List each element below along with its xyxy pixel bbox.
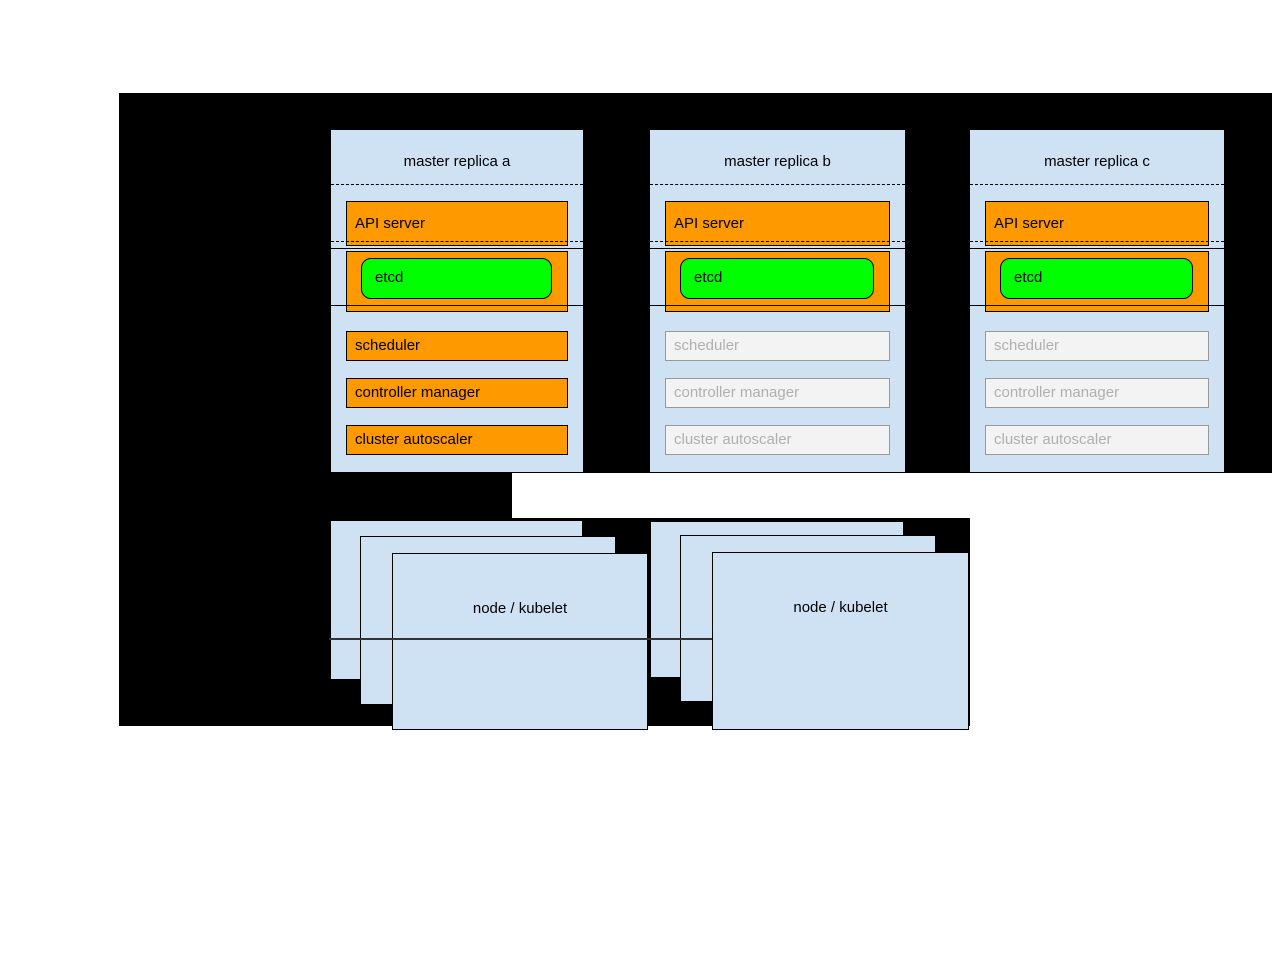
scheduler-box-inactive: scheduler bbox=[665, 331, 890, 361]
solid-divider bbox=[970, 305, 1224, 306]
etcd-box: etcd bbox=[1000, 258, 1193, 299]
etcd-container-box: etcd bbox=[665, 251, 890, 312]
node-kubelet-box: node / kubelet bbox=[392, 553, 648, 730]
node-kubelet-label: node / kubelet bbox=[793, 599, 888, 616]
dashed-divider bbox=[331, 241, 583, 242]
cluster-autoscaler-box: cluster autoscaler bbox=[346, 425, 568, 455]
node-divider-line bbox=[329, 638, 969, 640]
etcd-container-box: etcd bbox=[985, 251, 1209, 312]
dashed-divider bbox=[970, 184, 1224, 185]
solid-divider bbox=[331, 305, 583, 306]
api-server-box: API server bbox=[665, 201, 890, 246]
dashed-divider bbox=[650, 241, 905, 242]
replica-title: master replica c bbox=[1044, 153, 1150, 170]
api-server-box: API server bbox=[985, 201, 1209, 246]
cluster-autoscaler-box-inactive: cluster autoscaler bbox=[985, 425, 1209, 455]
solid-divider bbox=[970, 248, 1224, 249]
replica-title: master replica a bbox=[403, 153, 511, 170]
etcd-box: etcd bbox=[361, 258, 552, 299]
solid-divider bbox=[331, 248, 583, 249]
cluster-autoscaler-box-inactive: cluster autoscaler bbox=[665, 425, 890, 455]
dashed-divider bbox=[650, 184, 905, 185]
dashed-divider bbox=[331, 184, 583, 185]
api-server-box: API server bbox=[346, 201, 568, 246]
master-replica-c-box: master replica c API server etcd schedul… bbox=[969, 129, 1225, 473]
replica-title: master replica b bbox=[724, 153, 831, 170]
solid-divider bbox=[650, 305, 905, 306]
dashed-divider bbox=[970, 241, 1224, 242]
controller-manager-box-inactive: controller manager bbox=[665, 378, 890, 408]
etcd-box: etcd bbox=[680, 258, 874, 299]
controller-manager-box: controller manager bbox=[346, 378, 568, 408]
scheduler-box: scheduler bbox=[346, 331, 568, 361]
master-replica-a-box: master replica a API server etcd schedul… bbox=[330, 129, 584, 473]
scheduler-box-inactive: scheduler bbox=[985, 331, 1209, 361]
controller-manager-box-inactive: controller manager bbox=[985, 378, 1209, 408]
black-background-notch bbox=[119, 473, 512, 518]
etcd-container-box: etcd bbox=[346, 251, 568, 312]
master-replica-b-box: master replica b API server etcd schedul… bbox=[649, 129, 906, 473]
solid-divider bbox=[650, 248, 905, 249]
node-kubelet-box: node / kubelet bbox=[712, 552, 969, 730]
node-kubelet-label: node / kubelet bbox=[472, 600, 568, 617]
